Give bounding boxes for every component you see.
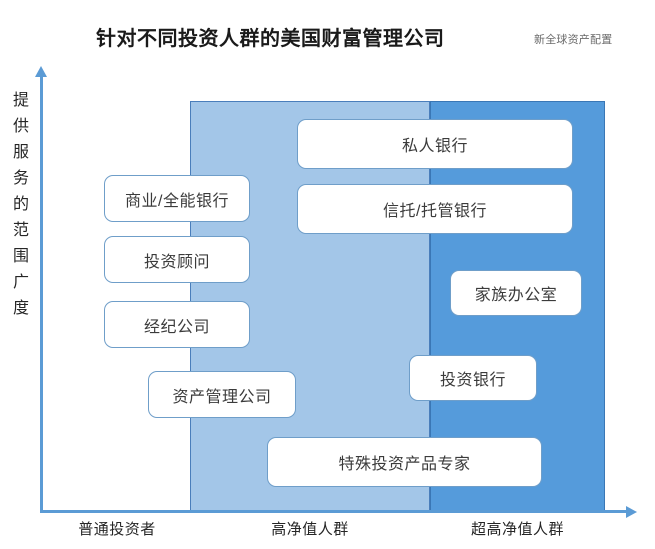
y-axis-line [40, 76, 43, 513]
page-title: 针对不同投资人群的美国财富管理公司 [96, 28, 445, 50]
y-axis-label: 提供服务的范围广度 [12, 92, 29, 317]
x-axis-label: 高净值人群 [271, 521, 349, 538]
x-axis-label: 超高净值人群 [470, 521, 564, 538]
firm-box[interactable]: 特殊投资产品专家 [267, 437, 542, 487]
firm-box[interactable]: 信托/托管银行 [297, 184, 573, 234]
source-label: 新全球资产配置 [534, 34, 613, 46]
x-axis-line [40, 510, 629, 513]
firm-box[interactable]: 家族办公室 [450, 270, 582, 316]
firm-box[interactable]: 资产管理公司 [148, 371, 296, 418]
firm-box[interactable]: 经纪公司 [104, 301, 250, 348]
arrow-right-icon [626, 506, 637, 518]
firm-box[interactable]: 投资顾问 [104, 236, 250, 283]
firm-box[interactable]: 私人银行 [297, 119, 573, 169]
arrow-up-icon [35, 66, 47, 77]
firm-box[interactable]: 商业/全能银行 [104, 175, 250, 222]
firm-box[interactable]: 投资银行 [409, 355, 537, 401]
x-axis-label: 普通投资者 [78, 521, 156, 538]
